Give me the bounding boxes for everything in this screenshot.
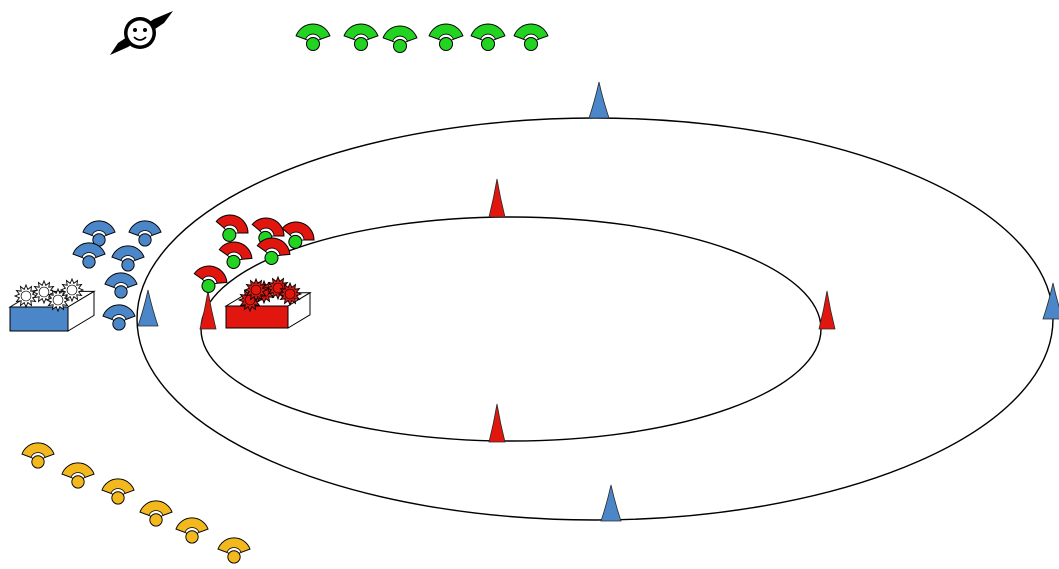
green-piece[interactable] [343,23,379,51]
yellow-piece[interactable] [217,537,251,564]
blue-track-marker[interactable] [600,484,622,522]
spiky-ball-core [52,294,64,306]
blue-piece[interactable] [102,304,136,331]
red-track-marker[interactable] [488,178,506,218]
red-green-piece[interactable] [253,234,293,268]
blue-piece[interactable] [104,272,138,299]
yellow-piece[interactable] [175,517,209,544]
red-box[interactable] [224,275,312,329]
blue-piece[interactable] [111,245,145,272]
green-piece[interactable] [382,25,418,53]
blue-piece[interactable] [128,220,162,247]
red-track-marker[interactable] [488,403,506,443]
blue-piece[interactable] [72,242,106,269]
yellow-piece[interactable] [101,478,135,505]
spiky-ball-core [284,288,296,300]
blue-track-marker[interactable] [137,289,159,327]
spiky-ball-core [250,284,262,296]
green-piece[interactable] [428,23,464,51]
red-green-piece[interactable] [277,217,318,253]
red-green-piece[interactable] [211,210,252,246]
inner-track [200,216,822,442]
blue-box[interactable] [8,277,96,332]
red-track-marker[interactable] [818,290,836,330]
yellow-piece[interactable] [21,442,55,469]
green-piece[interactable] [295,23,331,51]
blue-piece[interactable] [82,220,116,247]
spiky-ball-core [272,282,284,294]
red-green-piece[interactable] [190,262,230,296]
blue-track-marker[interactable] [588,81,610,119]
blue-track-marker[interactable] [1042,282,1059,320]
spiky-ball-core [20,290,32,302]
spiky-ball-core [38,286,50,298]
saturn-face-icon[interactable] [110,11,173,55]
red-green-piece[interactable] [215,238,255,272]
green-piece[interactable] [470,23,506,51]
yellow-piece[interactable] [61,462,95,489]
yellow-piece[interactable] [139,500,173,527]
green-piece[interactable] [513,23,549,51]
spiky-ball-core [66,284,78,296]
